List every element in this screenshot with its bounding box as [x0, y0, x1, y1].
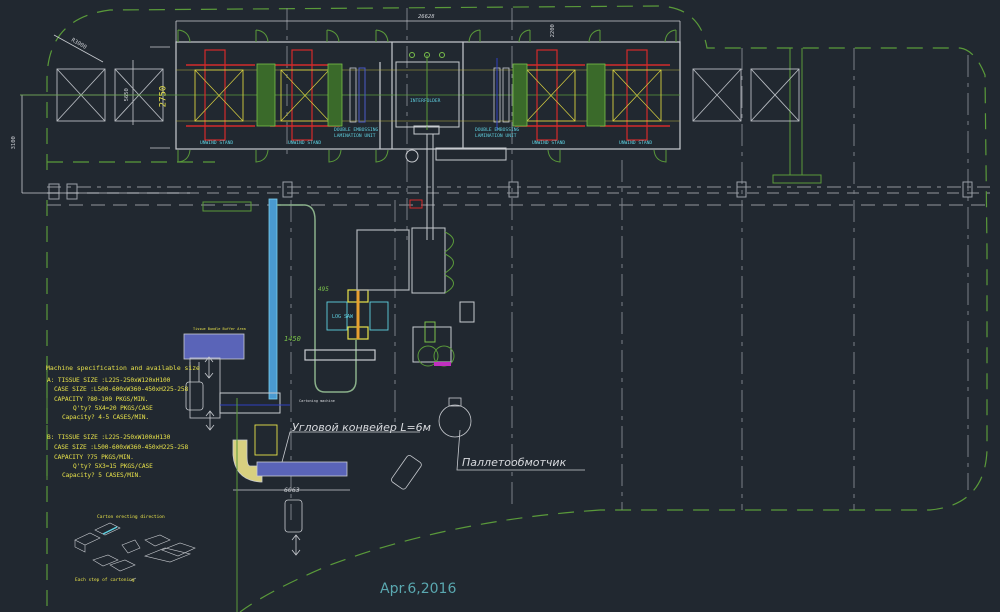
conveyor-leader [281, 431, 420, 463]
spec-title: Machine specification and available size [46, 364, 200, 372]
spec-b-qty: Q'ty? 5X3=15 PKGS/CASE [73, 463, 153, 470]
dim-overall-length: 26628 [418, 14, 435, 20]
spec-b-tissue-size: B: TISSUE SIZE :L225-250xW100xH130 [47, 434, 171, 441]
label-unwind-stand-3: UNWIND STAND [532, 141, 566, 146]
vertical-conveyor [268, 198, 278, 400]
label-corner-conveyor: Угловой конвейер L=6м [292, 421, 431, 434]
dim-stand-width: 5650 [123, 88, 130, 102]
dim-top-offset: 2200 [549, 24, 556, 38]
forklift-icons [185, 362, 422, 533]
spec-a-capacity: CAPACITY ?80-100 PKGS/MIN. [54, 396, 149, 403]
unwind-stand-4 [600, 49, 670, 141]
label-double-embossing-2: DOUBLE EMBOSSING [475, 128, 520, 133]
embossing-units [256, 58, 606, 130]
door-swings [177, 29, 677, 163]
spec-b-case-size: CASE SIZE :L500-600xW360-450xH225-258 [54, 444, 189, 451]
column-grid [286, 8, 969, 520]
label-double-embossing-1: DOUBLE EMBOSSING [334, 128, 379, 133]
spec-a-case-size: CASE SIZE :L500-600xW360-450xH225-258 [54, 386, 189, 393]
case-packer [409, 199, 475, 367]
dim-offset-495: 495 [318, 286, 329, 293]
horizontal-conveyor [256, 461, 348, 477]
spec-b-capacity2: Capacity? 5 CASES/MIN. [62, 472, 142, 479]
label-cartoning-machine: Cartoning machine [299, 399, 335, 403]
spec-b-capacity: CAPACITY ?75 PKGS/MIN. [54, 454, 134, 461]
label-unwind-stand-4: UNWIND STAND [619, 141, 653, 146]
cartoning-steps-illustration [74, 522, 196, 572]
label-lamination-unit-1: LAMINATION UNIT [334, 134, 376, 139]
label-unwind-stand-2: UNWIND STAND [288, 141, 322, 146]
building-wall-outline [46, 5, 988, 612]
label-pallet-wrapper: Паллетообмотчик [462, 456, 567, 469]
unwind-stand-1 [186, 49, 255, 141]
label-log-saw: LOG SAW [332, 314, 354, 320]
tissue-bundle-buffer [183, 333, 290, 456]
log-saw [304, 229, 410, 361]
column-posts [48, 181, 973, 200]
spec-a-qty: Q'ty? 5X4=20 PKGS/CASE [73, 405, 153, 412]
spec-a-tissue-size: A: TISSUE SIZE :L225-250xW120xH100 [47, 377, 171, 384]
green-belt-loop [277, 204, 357, 393]
label-unwind-stand-1: UNWIND STAND [200, 141, 234, 146]
dim-left-height: 3100 [10, 136, 17, 150]
drawing-date: Apr.6,2016 [380, 581, 457, 597]
dim-conveyor-offset: 1450 [284, 335, 301, 343]
interfolder [395, 52, 507, 240]
dim-conveyor-length: 6063 [284, 486, 300, 494]
label-carton-erecting: Carton erecting direction [97, 515, 165, 520]
label-lamination-unit-2: LAMINATION UNIT [475, 134, 517, 139]
label-tissue-bundle-buffer: Tissue Bundle Buffer Area [193, 327, 246, 331]
spec-a-capacity2: Capacity? 4-5 CASES/MIN. [62, 414, 150, 421]
dim-stand-inner: 2750 [158, 85, 169, 108]
pallet-wrapper [438, 397, 585, 471]
main-line-frame [175, 41, 681, 150]
arrow-icons [204, 356, 301, 556]
label-interfolder: INTERFOLDER [410, 99, 441, 104]
label-each-step: Each step of cartoning [75, 578, 135, 583]
